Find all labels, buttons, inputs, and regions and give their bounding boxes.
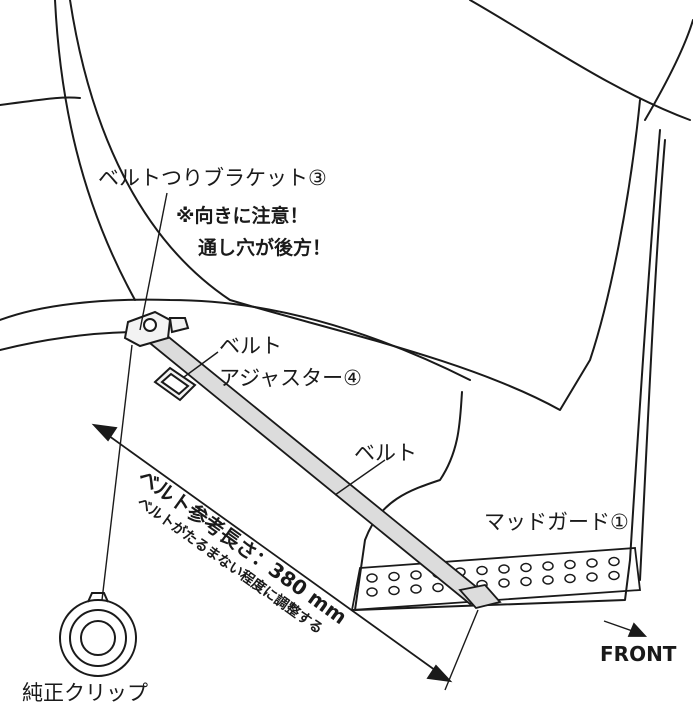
adjuster-label-line1: ベルト [219, 334, 282, 358]
leader-lines [101, 192, 642, 691]
mudguard-hole [476, 565, 488, 576]
front-label: FRONT [600, 642, 677, 666]
mudguard-hole [564, 559, 576, 570]
clip-leader [101, 344, 133, 601]
body-panel-outline [54, 0, 136, 301]
orientation-warning-line2: 通し穴が後方！ [198, 237, 332, 259]
wheel-arch-edge [0, 96, 81, 106]
orientation-warning-line1: ※向きに注意！ [176, 205, 309, 227]
mudguard-hole [520, 562, 532, 573]
mudguard-hole [586, 558, 598, 568]
mudguard-hole [542, 575, 554, 585]
mudguard-hole [564, 573, 576, 584]
belt-bracket [123, 310, 190, 348]
bracket-label: ベルトつりブラケット③ [98, 166, 327, 190]
side-sill-lower [0, 331, 141, 351]
mudguard-hole [608, 556, 620, 567]
front-arrow-head [627, 622, 648, 637]
mudguard-hole [388, 571, 400, 582]
bracket-leader [139, 192, 168, 331]
clip-label: 純正クリップ [22, 681, 148, 705]
mudguard-plate [350, 547, 642, 611]
mudguard-hole [608, 570, 620, 581]
mudguard-hole [542, 561, 554, 571]
body-crease-line [644, 19, 693, 121]
clip-icon [59, 592, 137, 677]
mudguard-inner-line [639, 139, 666, 581]
mudguard-hole [586, 572, 598, 582]
belt-leader [334, 459, 386, 496]
mudguard-hole [410, 570, 422, 580]
dimension-line [91, 423, 648, 683]
side-sill-outline [0, 298, 471, 381]
mudguard-hole [432, 582, 444, 593]
mudguard-hole [410, 584, 422, 594]
mudguard-hole [498, 578, 510, 588]
mudguard-holes [366, 556, 620, 597]
adjuster-label-line2: アジャスター④ [219, 366, 362, 390]
belt-adjuster [153, 366, 197, 402]
belt-label: ベルト [354, 441, 417, 465]
mudguard-label: マッドガード① [484, 510, 629, 534]
mudguard-hole [388, 585, 400, 596]
upper-panel-line [469, 0, 691, 121]
adjuster-leader [183, 351, 219, 378]
mudguard-hole [498, 564, 510, 574]
mudguard-hole [520, 576, 532, 587]
mudguard-hole [366, 587, 378, 597]
dimension-right-extension [444, 609, 479, 691]
mudguard-hole [366, 573, 378, 583]
mudguard-outline [354, 129, 661, 611]
